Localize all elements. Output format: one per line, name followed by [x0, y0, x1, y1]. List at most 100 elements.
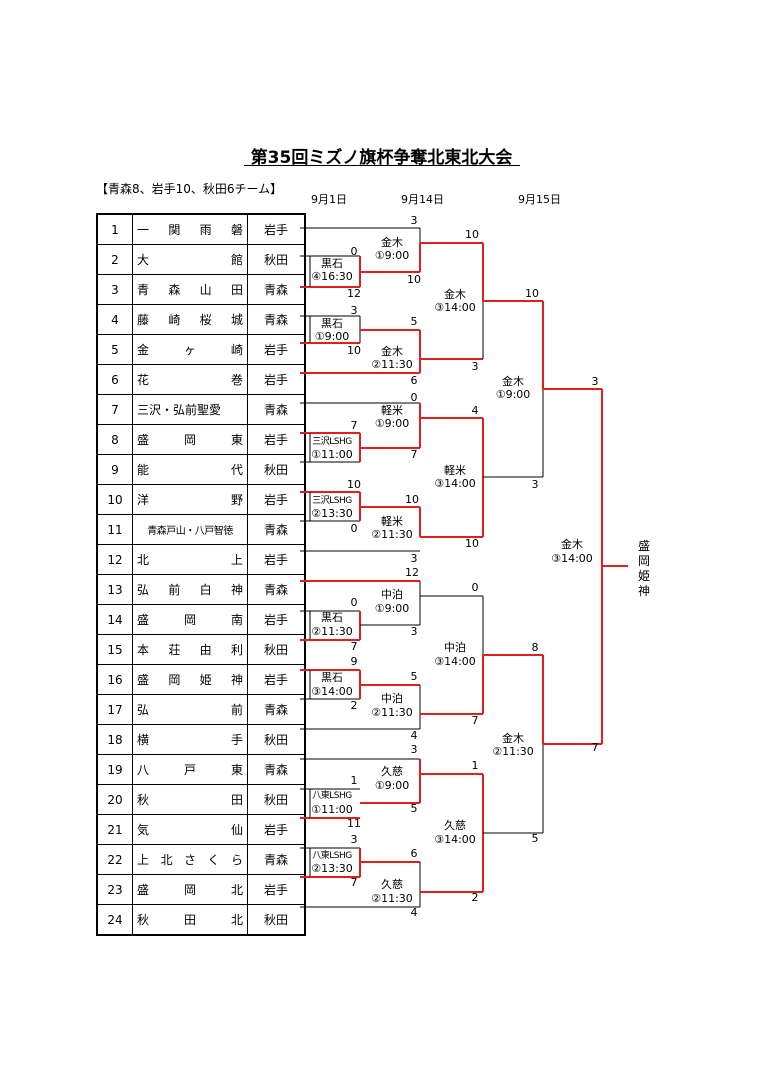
match-score: 3	[350, 833, 358, 846]
team-prefecture: 岩手	[247, 604, 306, 635]
team-name-char: 秋	[137, 793, 150, 807]
team-name-char: 由	[199, 643, 212, 657]
match-venue-label: ②11:30	[371, 706, 413, 719]
match-venue-label: ②11:30	[371, 528, 413, 541]
team-name-char: 田	[183, 913, 196, 927]
match-venue-label: ②13:30	[311, 862, 353, 875]
team-name-char: 山	[199, 283, 212, 297]
match-score: 6	[410, 374, 418, 387]
match-venue-label: ③14:00	[434, 833, 476, 846]
match-score: 0	[471, 581, 479, 594]
match-score: 10	[347, 478, 361, 491]
team-prefecture: 青森	[247, 694, 306, 725]
team-name-char: 花	[137, 373, 150, 387]
match-score: 3	[591, 375, 599, 388]
match-score: 11	[347, 817, 361, 830]
team-name-char: 前	[168, 583, 181, 597]
team-name-char: 東	[230, 763, 243, 777]
match-score: 12	[405, 566, 419, 579]
match-score: 3	[410, 625, 418, 638]
match-venue-label: 久慈	[444, 819, 466, 832]
participant-summary: 【青森8、岩手10、秋田6チーム】	[96, 182, 283, 196]
match-score: 4	[471, 404, 479, 417]
team-number: 5	[96, 334, 133, 365]
team-name: 秋田北	[132, 904, 248, 936]
team-name-char: 金	[137, 343, 150, 357]
team-prefecture: 秋田	[247, 724, 306, 755]
team-name: 気仙	[132, 814, 248, 845]
team-name-char: 姫	[199, 673, 212, 687]
date-round-3: 9月15日	[518, 193, 561, 206]
match-score: 3	[410, 743, 418, 756]
match-venue-label: ②11:30	[492, 745, 534, 758]
match-venue-label: 中泊	[381, 692, 403, 705]
match-venue-label: 八東LSHG	[312, 791, 352, 801]
team-name-char: 盛	[137, 673, 150, 687]
match-venue-label: ③14:00	[434, 655, 476, 668]
team-name-char: 弘	[137, 703, 150, 717]
team-prefecture: 岩手	[247, 874, 306, 905]
team-name-char: 森	[168, 283, 181, 297]
team-name-char: 大	[137, 253, 150, 267]
team-number: 18	[96, 724, 133, 755]
team-name: 本荘由利	[132, 634, 248, 665]
match-score: 0	[350, 596, 358, 609]
team-name-char: 手	[230, 733, 243, 747]
match-score: 5	[410, 802, 418, 815]
team-name-char: 弘	[137, 583, 150, 597]
team-name-char: 野	[230, 493, 243, 507]
match-score: 1	[471, 759, 479, 772]
team-name: 洋野	[132, 484, 248, 515]
team-name-char: 青森戸山・八戸智徳	[147, 526, 233, 537]
team-prefecture: 青森	[247, 754, 306, 785]
match-score: 3	[350, 304, 358, 317]
team-prefecture: 秋田	[247, 904, 306, 936]
match-venue-label: 黒石	[321, 257, 343, 270]
match-score: 10	[465, 228, 479, 241]
team-name-char: 盛	[137, 613, 150, 627]
match-venue-label: 金木	[502, 375, 524, 388]
team-prefecture: 岩手	[247, 814, 306, 845]
match-venue-label: 八東LSHG	[312, 851, 352, 861]
page-title: 第35回ミズノ旗杯争奪北東北大会	[250, 148, 513, 168]
team-number: 6	[96, 364, 133, 395]
team-name-char: 田	[230, 283, 243, 297]
match-venue-label: 軽米	[381, 404, 403, 417]
team-name: 三沢・弘前聖愛	[132, 394, 248, 425]
match-score: 9	[350, 655, 358, 668]
team-name: 弘前	[132, 694, 248, 725]
title-underline	[244, 165, 520, 166]
match-venue-label: 金木	[561, 538, 583, 551]
match-venue-label: 三沢LSHG	[312, 437, 352, 447]
team-name: 盛岡北	[132, 874, 248, 905]
match-venue-label: ③14:00	[311, 685, 353, 698]
team-prefecture: 岩手	[247, 484, 306, 515]
match-score: 4	[410, 729, 418, 742]
match-score: 4	[410, 906, 418, 919]
match-venue-label: 金木	[444, 288, 466, 301]
team-name-char: 藤	[137, 313, 150, 327]
champion-char: 姫	[637, 569, 650, 583]
team-name-char: 岡	[168, 673, 181, 687]
team-name-char: 北	[230, 883, 243, 897]
match-venue-label: ①11:00	[311, 803, 353, 816]
team-number: 8	[96, 424, 133, 455]
match-score: 7	[350, 640, 358, 653]
team-name-char: 北	[160, 853, 173, 867]
team-name-char: 上	[137, 853, 150, 867]
champion-name: 盛岡姫神	[637, 539, 651, 599]
team-name-char: 八	[137, 763, 150, 777]
